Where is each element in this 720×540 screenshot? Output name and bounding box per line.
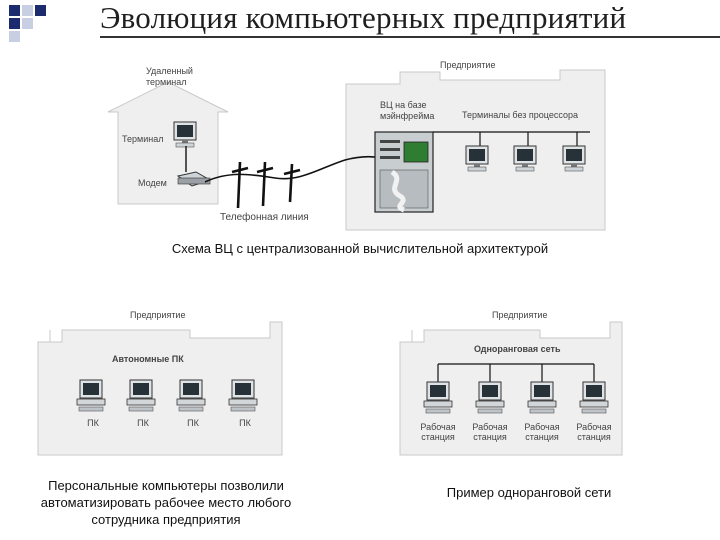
- terminals-label: Терминалы без процессора: [462, 110, 578, 120]
- workstation-label: Рабочая станция: [576, 422, 612, 442]
- remote-terminal-label: Удаленный терминал: [146, 66, 193, 87]
- enterprise-label-left: Предприятие: [130, 310, 186, 320]
- enterprise-label-top: Предприятие: [440, 60, 496, 70]
- pc-label: ПК: [187, 418, 199, 428]
- caption-left: Персональные компьютеры позволили автома…: [40, 478, 292, 527]
- workstation-label: Рабочая станция: [524, 422, 560, 442]
- terminal-icon: [465, 145, 489, 172]
- terminal-label: Терминал: [122, 134, 164, 144]
- title-underline: [100, 36, 720, 38]
- enterprise-building-right: [399, 321, 623, 456]
- workstation-label: Рабочая станция: [472, 422, 508, 442]
- caption-right: Пример одноранговой сети: [446, 485, 612, 500]
- title-bullet-square: [35, 5, 46, 16]
- peer-network-label: Одноранговая сеть: [474, 344, 561, 354]
- pc-label: ПК: [239, 418, 251, 428]
- enterprise-label-right: Предприятие: [492, 310, 548, 320]
- autonomous-pc-label: Автономные ПК: [112, 354, 184, 364]
- remote-terminal-icon: [173, 121, 197, 148]
- modem-label: Модем: [138, 178, 167, 188]
- pc-label: ПК: [137, 418, 149, 428]
- caption-top: Схема ВЦ с централизованной вычислительн…: [171, 241, 549, 256]
- terminal-icon: [513, 145, 537, 172]
- title-bullet-square: [22, 18, 33, 29]
- phone-pole-icon: [231, 161, 301, 209]
- phone-line-label: Телефонная линия: [220, 212, 309, 223]
- title-bullet-square: [9, 31, 20, 42]
- page-title: Эволюция компьютерных предприятий: [100, 0, 627, 35]
- workstation-label: Рабочая станция: [420, 422, 456, 442]
- pc-label: ПК: [87, 418, 99, 428]
- title-bullet-square: [22, 5, 33, 16]
- title-bullet-square: [9, 18, 20, 29]
- mainframe-icon: [374, 131, 434, 213]
- enterprise-building-left: [37, 321, 283, 456]
- mainframe-label: ВЦ на базе мэйнфрейма: [380, 100, 435, 121]
- title-bullet-square: [9, 5, 20, 16]
- terminal-icon: [562, 145, 586, 172]
